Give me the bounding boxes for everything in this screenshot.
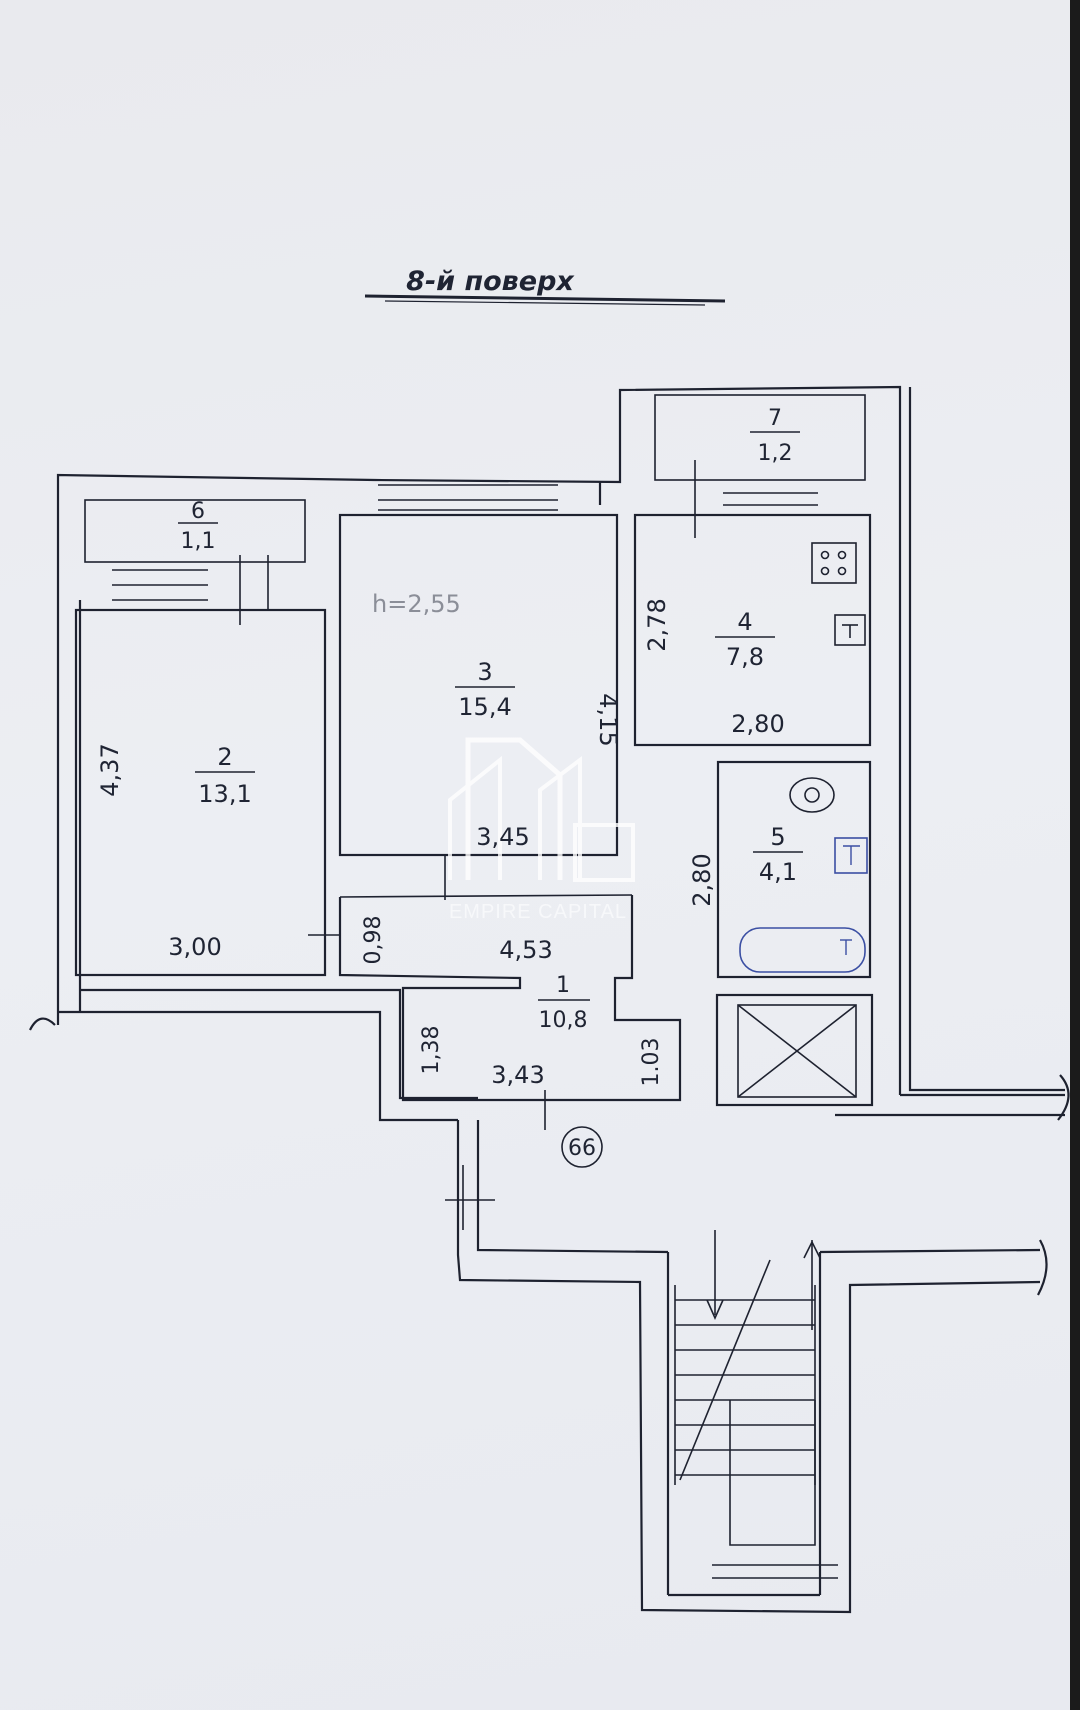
dim-corridor-length: 4,53 — [499, 936, 552, 964]
room-3-number: 3 — [477, 658, 492, 686]
room-6-number: 6 — [191, 499, 205, 524]
dim-corridor-width: 0,98 — [361, 916, 386, 965]
outer-walls — [29, 385, 1070, 1614]
dim-hall-width: 3,43 — [491, 1061, 544, 1089]
dim-room4-height: 2,78 — [643, 598, 671, 651]
room-labels: 6 1,1 7 1,2 2 13,1 3 15,4 4 7,8 5 4,1 1 … — [178, 406, 803, 1033]
balcony-7 — [654, 394, 866, 538]
sink-icon — [834, 614, 866, 646]
room-2-number: 2 — [217, 743, 232, 771]
dimension-labels: 4,37 3,00 3,45 4,15 2,78 2,80 2,80 0,98 … — [96, 598, 785, 1089]
dim-room2-height: 4,37 — [96, 743, 124, 796]
room-5-area: 4,1 — [759, 858, 797, 886]
dim-room3-height: 4,15 — [594, 693, 622, 746]
room-4-area: 7,8 — [726, 643, 764, 671]
room-2-area: 13,1 — [198, 780, 251, 808]
apartment-number-badge: 66 — [561, 1126, 603, 1168]
bathtub-icon — [739, 927, 866, 973]
dim-room2-width: 3,00 — [168, 933, 221, 961]
screen-edge — [1070, 0, 1080, 1710]
room-4-number: 4 — [737, 608, 752, 636]
room-3 — [338, 484, 619, 857]
room-7-number: 7 — [768, 406, 782, 431]
room-4 — [633, 513, 872, 747]
room-5 — [716, 760, 872, 979]
empire-capital-watermark: EMPIRE CAPITAL — [448, 737, 635, 923]
title-underline — [364, 294, 726, 303]
room-5-number: 5 — [770, 823, 785, 851]
toilet-icon — [789, 777, 835, 813]
dim-room5-height: 2,80 — [688, 853, 716, 906]
balcony-6 — [84, 499, 306, 625]
dim-hall-left: 1,38 — [419, 1026, 444, 1075]
room-1 — [308, 855, 682, 1102]
plan-title: 8-й поверх — [406, 266, 575, 297]
ceiling-height-label: h=2,55 — [372, 590, 461, 618]
elevator-shaft — [715, 993, 874, 1107]
dim-hall-right: 1.03 — [639, 1038, 664, 1087]
staircase — [674, 1230, 838, 1579]
apartment-number: 66 — [568, 1136, 596, 1161]
room-1-number: 1 — [556, 973, 570, 998]
dim-room4-width: 2,80 — [731, 710, 784, 738]
room-7-area: 1,2 — [758, 441, 793, 466]
title-underline-thin — [384, 300, 706, 306]
washbasin-icon — [834, 837, 868, 874]
room-6-area: 1,1 — [181, 529, 216, 554]
stove-icon — [811, 542, 857, 584]
dim-room3-width: 3,45 — [476, 823, 529, 851]
room-1-area: 10,8 — [539, 1008, 588, 1033]
room-2 — [74, 608, 327, 977]
room-3-area: 15,4 — [458, 693, 511, 721]
watermark-text: EMPIRE CAPITAL — [449, 901, 627, 923]
